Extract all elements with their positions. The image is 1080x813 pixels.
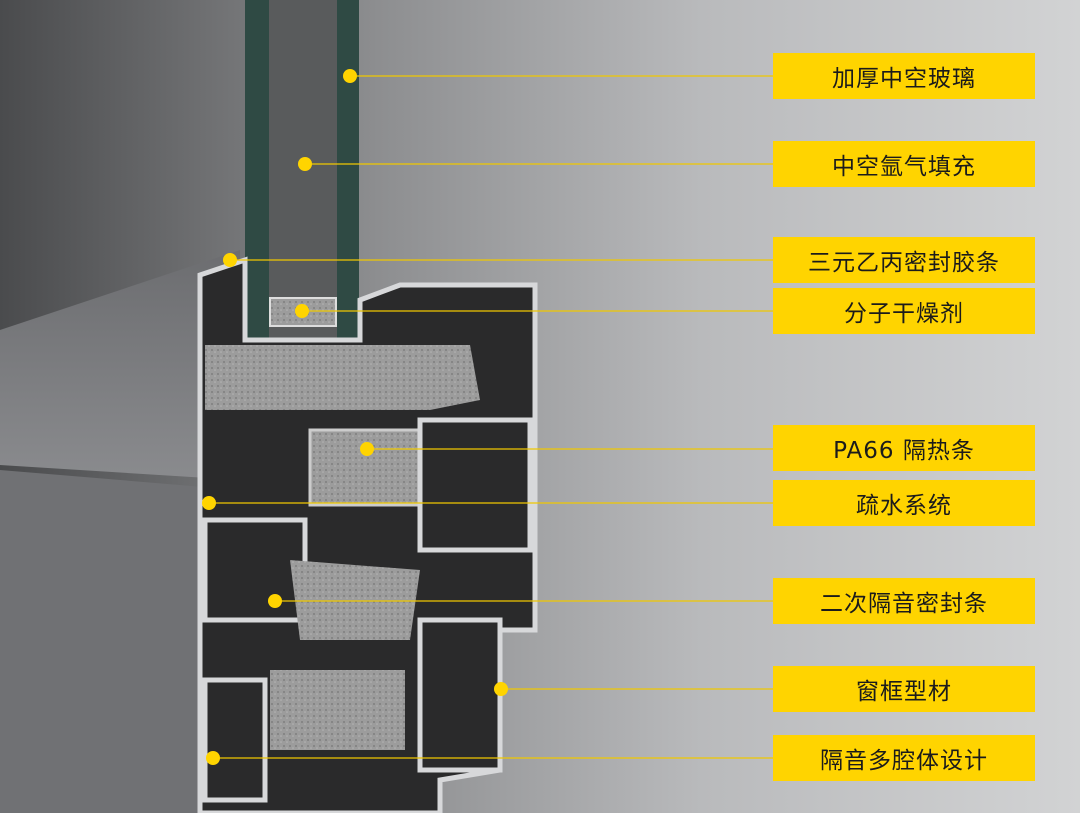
pa66-bar: [308, 428, 422, 507]
pointer-dot: [202, 496, 216, 510]
pointer-dot: [298, 157, 312, 171]
foam-top: [205, 345, 480, 410]
chamber: [202, 677, 268, 803]
pointer-dot: [223, 253, 237, 267]
label-secondary-seal: 二次隔音密封条: [773, 578, 1035, 624]
glass-pane-inner: [337, 0, 359, 345]
pointer-dot: [268, 594, 282, 608]
chamber: [417, 417, 533, 553]
label-pa66-thermal-break: PA66 隔热条: [773, 425, 1035, 471]
pointer-dot: [206, 751, 220, 765]
label-drainage-system: 疏水系统: [773, 480, 1035, 526]
foam-bottom: [270, 670, 405, 750]
pointer-dot: [343, 69, 357, 83]
argon-gap: [269, 0, 337, 345]
label-desiccant: 分子干燥剂: [773, 288, 1035, 334]
label-multi-chamber: 隔音多腔体设计: [773, 735, 1035, 781]
pointer-dot: [295, 304, 309, 318]
label-epdm-seal: 三元乙丙密封胶条: [773, 237, 1035, 283]
pointer-dot: [360, 442, 374, 456]
frame-side-face: [0, 470, 240, 813]
pointer-dot: [494, 682, 508, 696]
foam-middle: [290, 560, 420, 640]
label-frame-profile: 窗框型材: [773, 666, 1035, 712]
frame-top-face: [0, 250, 240, 480]
label-insulated-glass: 加厚中空玻璃: [773, 53, 1035, 99]
label-argon-fill: 中空氩气填充: [773, 141, 1035, 187]
glass-pane-outer: [245, 0, 269, 345]
